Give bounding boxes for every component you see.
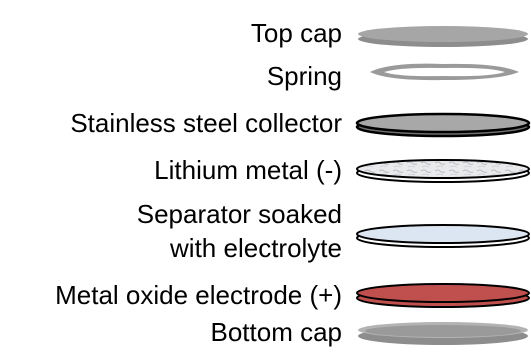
lithium-metal-disc xyxy=(356,159,530,183)
metal-oxide-electrode-disc xyxy=(356,283,530,308)
label-stainless-steel-collector: Stainless steel collector xyxy=(70,108,342,138)
bottom-cap-disc xyxy=(358,322,528,345)
label-separator-line2: with electrolyte xyxy=(170,233,342,263)
stainless-steel-collector-disc xyxy=(355,112,531,138)
top-cap-disc xyxy=(358,26,528,47)
label-spring: Spring xyxy=(266,61,342,91)
label-bottom-cap: Bottom cap xyxy=(210,317,342,347)
label-separator-line1: Separator soaked xyxy=(136,199,342,229)
label-metal-oxide-electrode: Metal oxide electrode (+) xyxy=(55,280,342,310)
label-top-cap: Top cap xyxy=(250,18,342,48)
label-lithium-metal: Lithium metal (-) xyxy=(154,155,342,185)
component-layers xyxy=(355,26,531,345)
spring-ring xyxy=(370,63,519,81)
separator-disc xyxy=(356,224,530,248)
